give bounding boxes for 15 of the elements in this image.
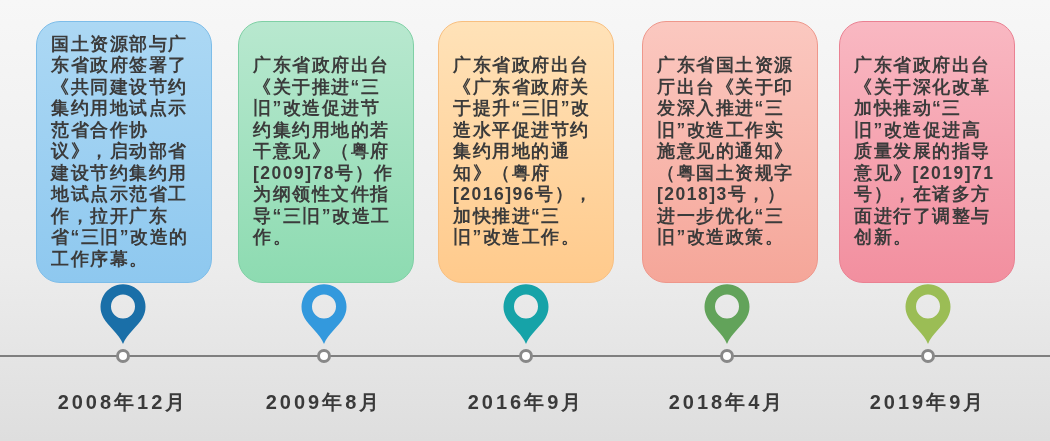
- event-text: 广东省政府出台《广东省政府关于提升“三旧”改造水平促进节约集约用地的通知》（粤府[2016]96号），加快推进“三旧”改造工作。: [453, 55, 595, 249]
- event-text: 广东省政府出台《关于推进“三旧”改造促进节约集约用地的若干意见》（粤府[2009]78号）作为纲领性文件指导“三旧”改造工作。: [253, 55, 395, 249]
- callout-box: [238, 21, 414, 283]
- date-label: 2019年9月: [869, 390, 987, 415]
- event-text: 广东省政府出台《关于深化改革加快推动“三旧”改造促进高质量发展的指导意见》[2019]71号），在诸多方面进行了调整与创新。: [854, 55, 996, 249]
- callout-box: [642, 21, 818, 283]
- date-label: 2016年9月: [467, 390, 585, 415]
- date-label: 2009年8月: [265, 390, 383, 415]
- callout-box: [839, 21, 1015, 283]
- event-text: 国土资源部与广东省政府签署了《共同建设节约集约用地试点示范省合作协议》，启动部省建设节约集约用地试点示范省工作，拉开广东省“三旧”改造的工作序幕。: [51, 33, 190, 271]
- event-text: 广东省国土资源厅出台《关于印发深入推进“三旧”改造工作实施意见的通知》（粤国土资规字[2018]3号，）进一步优化“三旧”改造政策。: [657, 55, 795, 249]
- callout-box: [36, 21, 212, 283]
- date-label: 2008年12月: [57, 390, 189, 415]
- date-label: 2018年4月: [668, 390, 786, 415]
- callout-box: [438, 21, 614, 283]
